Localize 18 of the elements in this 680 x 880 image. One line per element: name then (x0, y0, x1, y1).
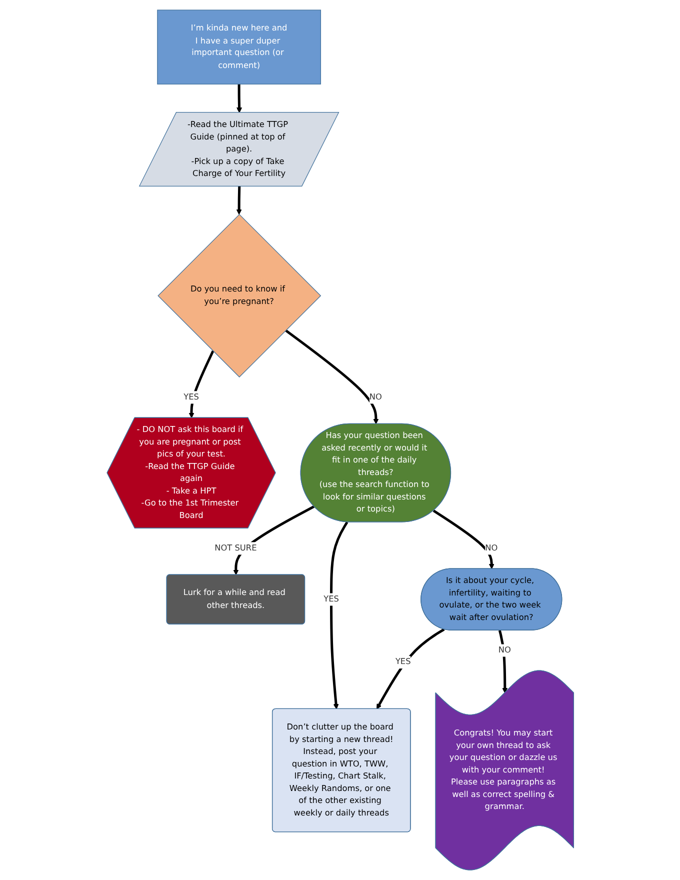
arrow (188, 350, 214, 418)
decision-oval: Has your question been asked recently or would it fit in one of the daily threads? (use the search function to look for similar questions or topics) (300, 423, 451, 522)
arrow (330, 522, 348, 710)
arrow (236, 84, 242, 113)
process-box: Lurk for a while and read other threads. (166, 574, 305, 624)
arrow (376, 628, 444, 710)
arrow (432, 510, 494, 570)
hexagon-box: - DO NOT ask this board if you are pregnant or post pics of your test. -Read the TTGP Guide again - Take a HPT -Go to the 1st Trimester Board (106, 417, 276, 528)
process-box: Don’t clutter up the board by starting a new thread! Instead, post your question in WTO, TWW, IF/Testing, Chart Stalk, Weekly Randoms, or one of the other existing weekly or daily threads (272, 708, 410, 832)
arrow (236, 186, 242, 215)
callout-box: I’m kinda new here and I have a super duper important question (or comment) (156, 10, 321, 84)
parallelogram-box: -Read the Ultimate TTGP Guide (pinned at top of page). -Pick up a copy of Take Charge of Your Fertility (138, 112, 339, 186)
decision-diamond: Do you need to know if you’re pregnant? (157, 214, 321, 378)
banner-box: Congrats! You may start your own thread to ask your question or dazzle us with your comment! Please use paragraphs as well as correct spelling & grammar. (434, 670, 574, 870)
arrow (498, 630, 508, 694)
decision-pill: Is it about your cycle, infertility, waiting to ovulate, or the two week wait after ovulation? (420, 568, 562, 630)
edge-label: NO (369, 391, 382, 404)
arrow (284, 329, 378, 424)
